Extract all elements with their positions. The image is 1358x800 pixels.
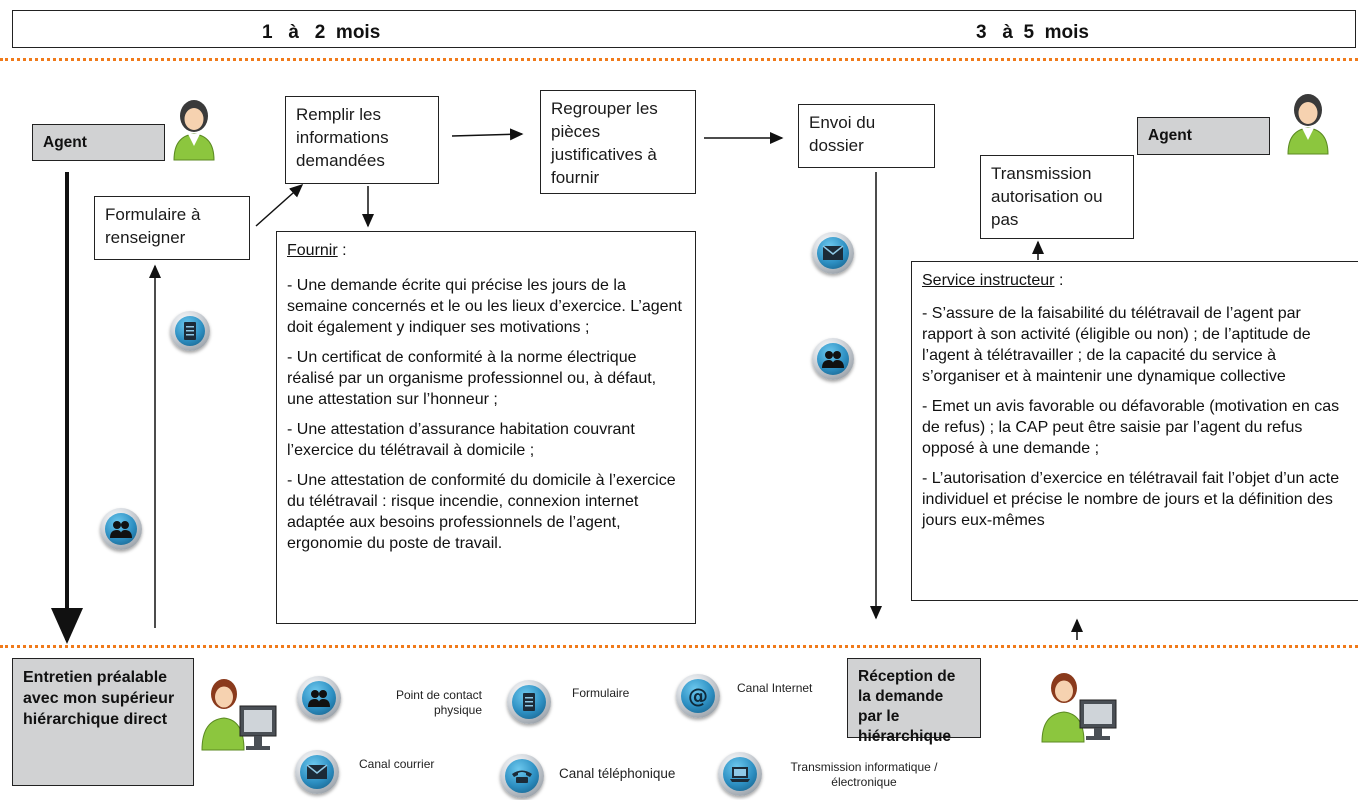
service-item: - S’assure de la faisabilité du télétrav… — [922, 305, 1311, 385]
mail-icon — [812, 232, 854, 274]
service-title: Service instructeur — [922, 272, 1055, 289]
service-item: - Emet un avis favorable ou défavorable … — [922, 398, 1340, 457]
legend-courrier-label: Canal courrier — [359, 757, 435, 771]
at-icon: @ — [676, 674, 720, 718]
step-formulaire: Formulaire à renseigner — [94, 196, 250, 260]
entretien-box: Entretien préalable avec mon supérieur h… — [12, 658, 194, 786]
agent-label-right: Agent — [1137, 117, 1270, 155]
people-icon — [297, 676, 341, 720]
agent-computer-icon — [1040, 664, 1120, 744]
legend-informatique-label: Transmission informatique / électronique — [790, 760, 938, 789]
reception-box: Réception de la demande par le hiérarchi… — [847, 658, 981, 745]
agent-computer-icon — [200, 662, 280, 752]
bottom-dotted-divider — [0, 645, 1358, 648]
fournir-box: Fournir : - Une demande écrite qui préci… — [276, 231, 696, 624]
legend-formulaire-label: Formulaire — [572, 686, 630, 700]
phone-icon — [500, 754, 544, 798]
fournir-item: - Une demande écrite qui précise les jou… — [287, 277, 682, 336]
legend-contact-label: Point de contact physique — [395, 688, 482, 717]
service-item: - L’autorisation d’exercice en télétrava… — [922, 470, 1340, 529]
service-title-suffix: : — [1054, 272, 1064, 289]
phase-right-label: 3 à 5 mois — [976, 22, 1089, 43]
fournir-item: - Un certificat de conformité à la norme… — [287, 349, 657, 408]
agent-woman-icon — [1280, 92, 1336, 156]
legend-telephone-label: Canal téléphonique — [559, 766, 676, 781]
fournir-title: Fournir — [287, 242, 338, 259]
mail-icon — [295, 750, 339, 794]
people-icon — [100, 508, 142, 550]
phase-left-label: 1 à 2 mois — [262, 22, 381, 43]
fournir-title-suffix: : — [337, 242, 347, 259]
agent-label-left: Agent — [32, 124, 165, 161]
legend-internet-label: Canal Internet — [737, 681, 813, 695]
computer-icon — [718, 752, 762, 796]
step-envoi: Envoi du dossier — [798, 104, 935, 168]
people-icon — [812, 338, 854, 380]
fournir-item: - Une attestation d’assurance habitation… — [287, 421, 635, 459]
step-transmission: Transmission autorisation ou pas — [980, 155, 1134, 239]
timeline-header — [12, 10, 1356, 48]
agent-woman-icon — [166, 98, 222, 162]
form-icon — [170, 311, 210, 351]
step-remplir: Remplir les informations demandées — [285, 96, 439, 184]
top-dotted-divider — [0, 58, 1358, 61]
form-icon — [507, 680, 551, 724]
fournir-item: - Une attestation de conformité du domic… — [287, 472, 676, 552]
service-instructeur-box: Service instructeur : - S’assure de la f… — [911, 261, 1358, 601]
step-regrouper: Regrouper les pièces justificatives à fo… — [540, 90, 696, 194]
